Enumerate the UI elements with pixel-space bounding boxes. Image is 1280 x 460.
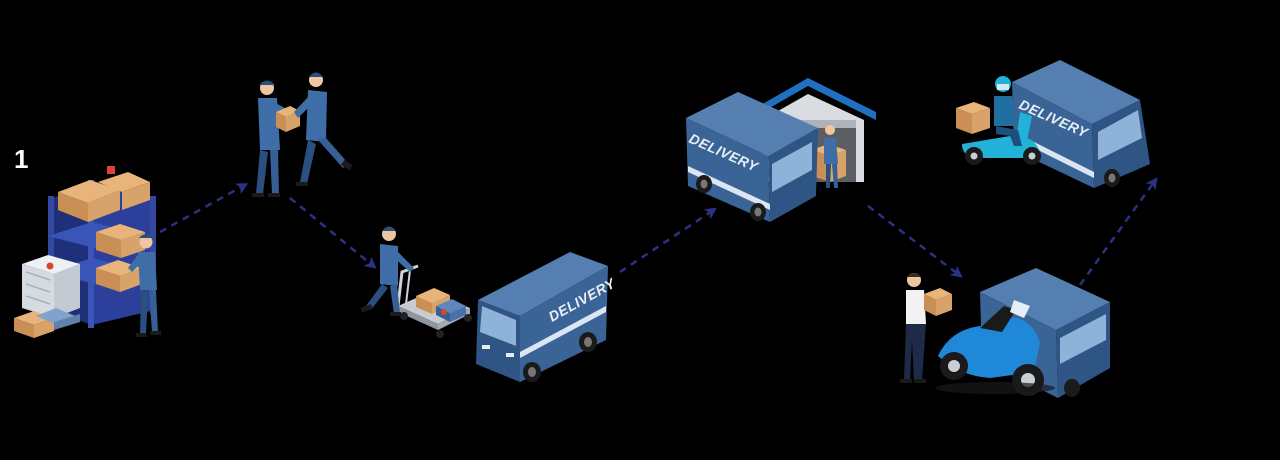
hand-trolley-worker-icon bbox=[360, 226, 472, 338]
connector-arrow-2 bbox=[289, 197, 377, 269]
connector-arrow-5 bbox=[1078, 177, 1158, 286]
courier-motorbike-icon bbox=[900, 268, 1110, 398]
connector-arrow-1 bbox=[159, 183, 249, 234]
connector-arrows bbox=[159, 177, 1158, 286]
delivery-van-icon: DELIVERY bbox=[476, 252, 619, 382]
connector-arrow-3 bbox=[619, 207, 718, 274]
connector-arrow-4 bbox=[867, 205, 963, 278]
box-handoff-workers-icon bbox=[252, 72, 353, 197]
van-with-scooter-icon: DELIVERY bbox=[956, 60, 1150, 188]
van-at-warehouse-icon: DELIVERY bbox=[686, 78, 876, 222]
warehouse-shelf-icon bbox=[14, 166, 161, 338]
step-number: 1 bbox=[14, 144, 29, 174]
